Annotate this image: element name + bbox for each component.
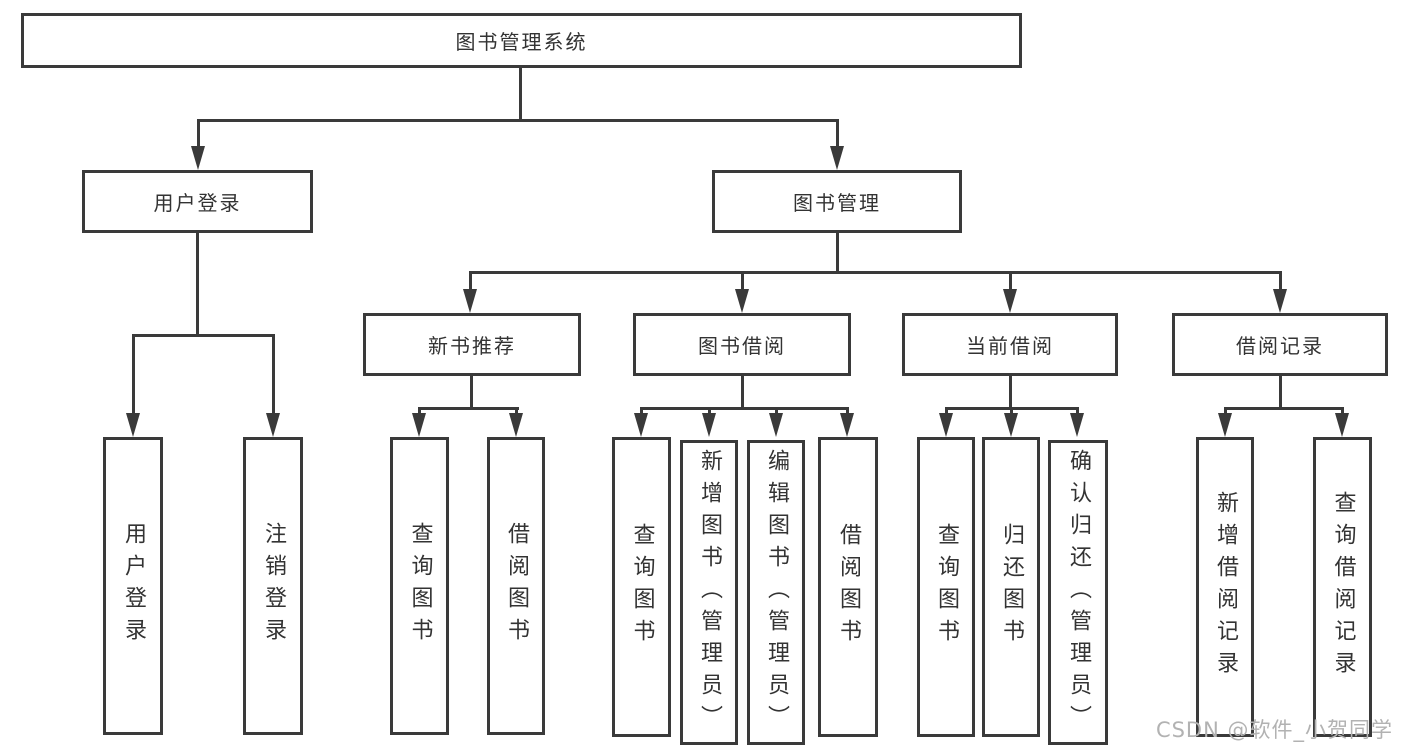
connector-line	[196, 233, 199, 337]
connector-line	[1076, 407, 1079, 417]
leaf-nb-borrow-books: 借阅图书	[487, 437, 545, 735]
leaf-cb-query-books-label: 查询图书	[934, 523, 959, 651]
arrowhead-down	[126, 413, 140, 437]
connector-line	[418, 407, 421, 417]
leaf-bb-borrow-books: 借阅图书	[818, 437, 878, 737]
connector-line	[741, 271, 744, 291]
node-borrow-records-label: 借阅记录	[1236, 334, 1324, 358]
arrowhead-down	[1218, 413, 1232, 437]
connector-line	[846, 407, 849, 417]
connector-line	[640, 407, 643, 417]
connector-line	[197, 119, 839, 122]
leaf-cb-return-books-label: 归还图书	[999, 523, 1024, 651]
arrowhead-down	[735, 289, 749, 313]
connector-line	[469, 271, 472, 291]
leaf-br-add-record: 新增借阅记录	[1196, 437, 1254, 737]
leaf-br-add-record-label: 新增借阅记录	[1213, 491, 1238, 683]
node-book-borrow: 图书借阅	[633, 313, 851, 376]
leaf-bb-query-books-label: 查询图书	[629, 523, 655, 651]
arrowhead-down	[266, 413, 280, 437]
leaf-cb-confirm-return-admin-label: 确认归还（管理员）	[1066, 448, 1091, 737]
csdn-watermark: CSDN @软件_小贺同学	[1155, 718, 1393, 742]
leaf-cb-return-books: 归还图书	[982, 437, 1040, 737]
leaf-logout: 注销登录	[243, 437, 303, 735]
leaf-bb-add-books-admin-label: 新增图书（管理员）	[697, 448, 722, 737]
leaf-cb-confirm-return-admin: 确认归还（管理员）	[1048, 440, 1108, 745]
connector-line	[640, 407, 849, 410]
connector-line	[1010, 407, 1013, 417]
leaf-nb-borrow-books-label: 借阅图书	[504, 522, 529, 650]
connector-line	[132, 334, 135, 415]
connector-line	[272, 334, 275, 415]
arrowhead-down	[840, 413, 854, 437]
connector-line	[1009, 376, 1012, 410]
leaf-bb-edit-books-admin-label: 编辑图书（管理员）	[764, 448, 789, 737]
arrowhead-down	[1070, 413, 1084, 437]
connector-line	[945, 407, 948, 417]
leaf-user-login-label: 用户登录	[121, 522, 146, 650]
leaf-br-query-record-label: 查询借阅记录	[1330, 491, 1356, 683]
node-user-login-label: 用户登录	[153, 191, 242, 215]
arrowhead-down	[412, 413, 426, 437]
leaf-br-query-record: 查询借阅记录	[1313, 437, 1372, 737]
connector-line	[1341, 407, 1344, 417]
connector-line	[1224, 407, 1227, 417]
arrowhead-down	[939, 413, 953, 437]
node-user-login: 用户登录	[82, 170, 313, 233]
arrowhead-down	[769, 413, 783, 437]
leaf-nb-query-books-label: 查询图书	[407, 522, 433, 650]
connector-line	[470, 376, 473, 410]
leaf-bb-edit-books-admin: 编辑图书（管理员）	[747, 440, 805, 745]
connector-line	[132, 334, 275, 337]
arrowhead-down	[1273, 289, 1287, 313]
arrowhead-down	[634, 413, 648, 437]
arrowhead-down	[1004, 413, 1018, 437]
connector-line	[197, 119, 200, 151]
node-current-borrow: 当前借阅	[902, 313, 1118, 376]
arrowhead-down	[509, 413, 523, 437]
connector-line	[836, 233, 839, 274]
leaf-logout-label: 注销登录	[261, 522, 286, 650]
leaf-user-login: 用户登录	[103, 437, 163, 735]
node-root-label: 图书管理系统	[455, 30, 588, 54]
node-current-borrow-label: 当前借阅	[966, 334, 1054, 358]
connector-line	[836, 119, 839, 151]
leaf-nb-query-books: 查询图书	[390, 437, 449, 735]
leaf-cb-query-books: 查询图书	[917, 437, 975, 737]
arrowhead-down	[191, 146, 205, 170]
arrowhead-down	[1003, 289, 1017, 313]
leaf-bb-query-books: 查询图书	[612, 437, 671, 737]
connector-line	[1279, 376, 1282, 410]
node-borrow-records: 借阅记录	[1172, 313, 1388, 376]
connector-line	[1009, 271, 1012, 291]
node-book-management-label: 图书管理	[793, 191, 881, 215]
connector-line	[519, 68, 522, 122]
connector-line	[708, 407, 711, 417]
arrowhead-down	[1335, 413, 1349, 437]
arrowhead-down	[830, 146, 844, 170]
node-book-borrow-label: 图书借阅	[698, 334, 786, 358]
node-new-book-recommend: 新书推荐	[363, 313, 581, 376]
arrowhead-down	[702, 413, 716, 437]
leaf-bb-add-books-admin: 新增图书（管理员）	[680, 440, 738, 745]
connector-line	[515, 407, 518, 417]
connector-line	[1279, 271, 1282, 291]
leaf-bb-borrow-books-label: 借阅图书	[836, 523, 861, 651]
arrowhead-down	[463, 289, 477, 313]
node-new-book-recommend-label: 新书推荐	[428, 334, 516, 358]
connector-line	[418, 407, 519, 410]
node-book-management: 图书管理	[712, 170, 962, 233]
connector-line	[1224, 407, 1344, 410]
connector-line	[469, 271, 1282, 274]
connector-line	[775, 407, 778, 417]
connector-line	[741, 376, 744, 410]
node-root: 图书管理系统	[21, 13, 1022, 68]
